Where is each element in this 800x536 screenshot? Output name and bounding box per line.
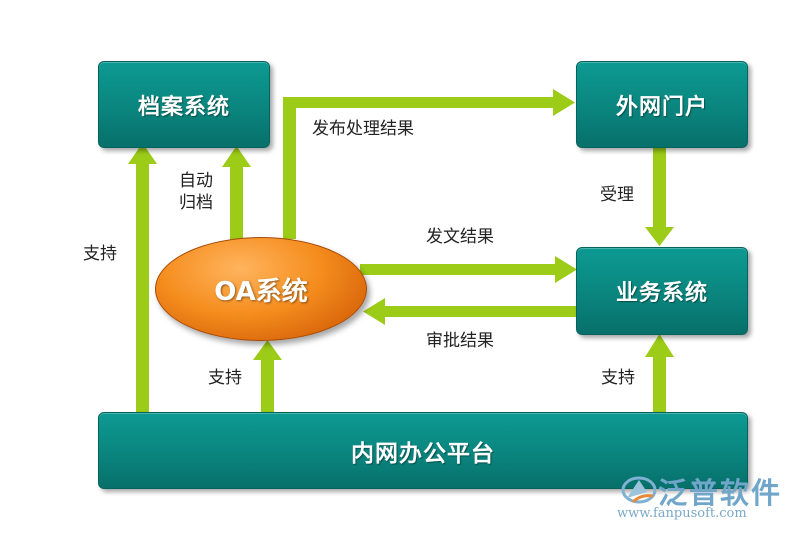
approval-result-label: 审批结果 xyxy=(426,331,494,351)
business-system-label: 业务系统 xyxy=(615,281,708,306)
publish-result-label: 发布处理结果 xyxy=(312,119,414,139)
auto-archive-label: 自动归档 xyxy=(179,171,213,213)
accept-label: 受理 xyxy=(600,185,634,205)
logo-url-text: www.fanpusoft.com xyxy=(617,506,747,521)
archive-system-box: 档案系统 xyxy=(98,61,270,148)
logo-icon xyxy=(621,476,657,504)
support-left-label: 支持 xyxy=(83,244,117,264)
doc-result-label: 发文结果 xyxy=(426,227,494,247)
logo-brand-text: 泛普软件 xyxy=(658,476,783,510)
intranet-platform-label: 内网办公平台 xyxy=(351,440,495,467)
watermark-logo: 泛普软件 www.fanpusoft.com xyxy=(613,470,798,530)
oa-system-ellipse: OA系统 xyxy=(155,237,367,341)
support-business-label: 支持 xyxy=(601,368,635,388)
oa-system-label: OA系统 xyxy=(214,276,308,307)
external-portal-label: 外网门户 xyxy=(615,94,708,120)
intranet-platform-box: 内网办公平台 xyxy=(98,412,748,489)
external-portal-box: 外网门户 xyxy=(576,61,748,148)
business-system-box: 业务系统 xyxy=(576,247,748,335)
archive-system-label: 档案系统 xyxy=(137,94,230,120)
support-oa-label: 支持 xyxy=(208,368,242,388)
